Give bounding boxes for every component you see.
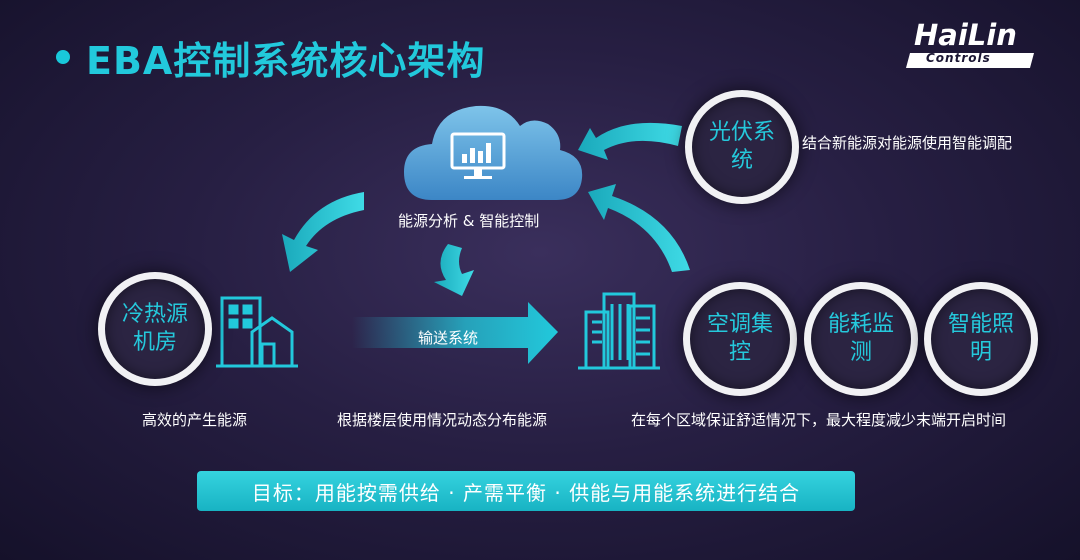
cloud-icon	[404, 105, 583, 200]
logo-wordmark: HaiLin	[914, 18, 1017, 52]
terminal-label: 能耗监测	[827, 312, 894, 365]
hvac-control-node: 空调集控	[683, 282, 797, 396]
solar-label: 光伏系统	[708, 120, 775, 173]
terminals-description: 在每个区域保证舒适情况下，最大程度减少末端开启时间	[631, 411, 1007, 429]
building-icon	[216, 296, 298, 368]
transport-arrow-icon	[352, 302, 558, 364]
solar-description: 结合新能源对能源使用智能调配	[802, 134, 1013, 152]
arrow-cloud-to-source-icon	[282, 192, 364, 272]
source-label: 冷热源机房	[121, 302, 188, 355]
terminal-label: 空调集控	[706, 312, 773, 365]
transport-label: 输送系统	[418, 329, 479, 347]
logo-subtitle: Controls	[926, 51, 991, 65]
arrow-cloud-down-icon	[434, 244, 474, 296]
title-bullet	[56, 50, 70, 64]
office-building-icon	[578, 292, 660, 370]
cloud-caption: 能源分析 & 智能控制	[398, 212, 540, 230]
terminal-label: 智能照明	[947, 312, 1014, 365]
goal-text: 目标：用能按需供给 · 产需平衡 · 供能与用能系统进行结合	[251, 480, 801, 505]
arrow-terminals-to-cloud-icon	[588, 184, 690, 272]
smart-lighting-node: 智能照明	[924, 282, 1038, 396]
cold-heat-source-node: 冷热源机房	[98, 272, 212, 386]
goal-banner: 目标：用能按需供给 · 产需平衡 · 供能与用能系统进行结合	[197, 471, 855, 511]
source-description: 高效的产生能源	[142, 411, 248, 429]
arrow-solar-to-cloud-icon	[578, 122, 682, 160]
solar-system-node: 光伏系统	[685, 90, 799, 204]
brand-logo: HaiLin Controls	[905, 18, 1036, 70]
energy-monitoring-node: 能耗监测	[804, 282, 918, 396]
transport-description: 根据楼层使用情况动态分布能源	[337, 411, 548, 429]
page-title: EBA控制系统核心架构	[86, 39, 486, 83]
